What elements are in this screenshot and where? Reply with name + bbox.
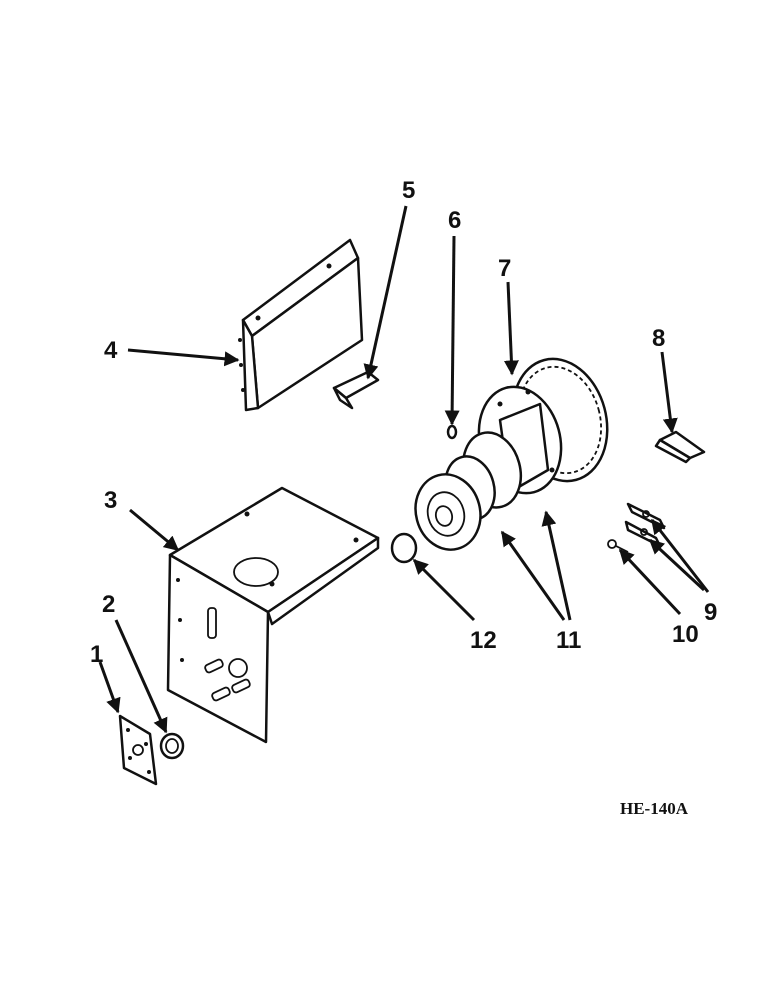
callout-10: 10 xyxy=(672,621,699,648)
callout-labels: 1 2 3 4 5 6 7 8 9 10 11 12 xyxy=(90,177,717,668)
leader-9b xyxy=(648,538,706,592)
part-3-mounting-bracket xyxy=(166,486,380,744)
leader-4 xyxy=(127,348,240,367)
leader-12 xyxy=(412,558,476,622)
callout-7: 7 xyxy=(498,255,511,282)
callout-11: 11 xyxy=(556,627,581,654)
leader-2 xyxy=(114,619,168,734)
part-5-clip xyxy=(332,370,380,410)
callout-1: 1 xyxy=(90,641,103,668)
part-1-plate xyxy=(118,714,158,786)
part-10-bolt xyxy=(607,539,629,553)
callout-5: 5 xyxy=(402,177,415,204)
leader-11b xyxy=(541,510,572,621)
callout-8: 8 xyxy=(652,325,665,352)
leader-8 xyxy=(660,351,678,434)
callout-2: 2 xyxy=(102,591,115,618)
leader-5 xyxy=(363,205,408,380)
callout-4: 4 xyxy=(104,337,118,364)
leader-1 xyxy=(98,661,121,714)
part-2-plug xyxy=(159,732,185,760)
leader-7 xyxy=(503,281,519,376)
leader-3 xyxy=(129,508,180,552)
part-8-bracket-tab xyxy=(654,430,706,464)
part-7-11-pulley-assembly xyxy=(414,357,609,551)
part-9-clips xyxy=(624,502,666,548)
part-6-pin xyxy=(446,424,458,440)
callout-12: 12 xyxy=(470,627,497,654)
leader-11a xyxy=(500,530,566,621)
leader-lines xyxy=(98,205,710,734)
part-12-washer xyxy=(390,532,418,564)
leader-9a xyxy=(650,518,710,593)
part-4-shield-plate xyxy=(238,238,364,412)
callout-9: 9 xyxy=(704,599,717,626)
figure-id: HE-140A xyxy=(620,799,689,818)
callout-3: 3 xyxy=(104,487,117,514)
callout-6: 6 xyxy=(448,207,461,234)
leader-6 xyxy=(444,235,460,426)
leader-10 xyxy=(618,548,682,616)
